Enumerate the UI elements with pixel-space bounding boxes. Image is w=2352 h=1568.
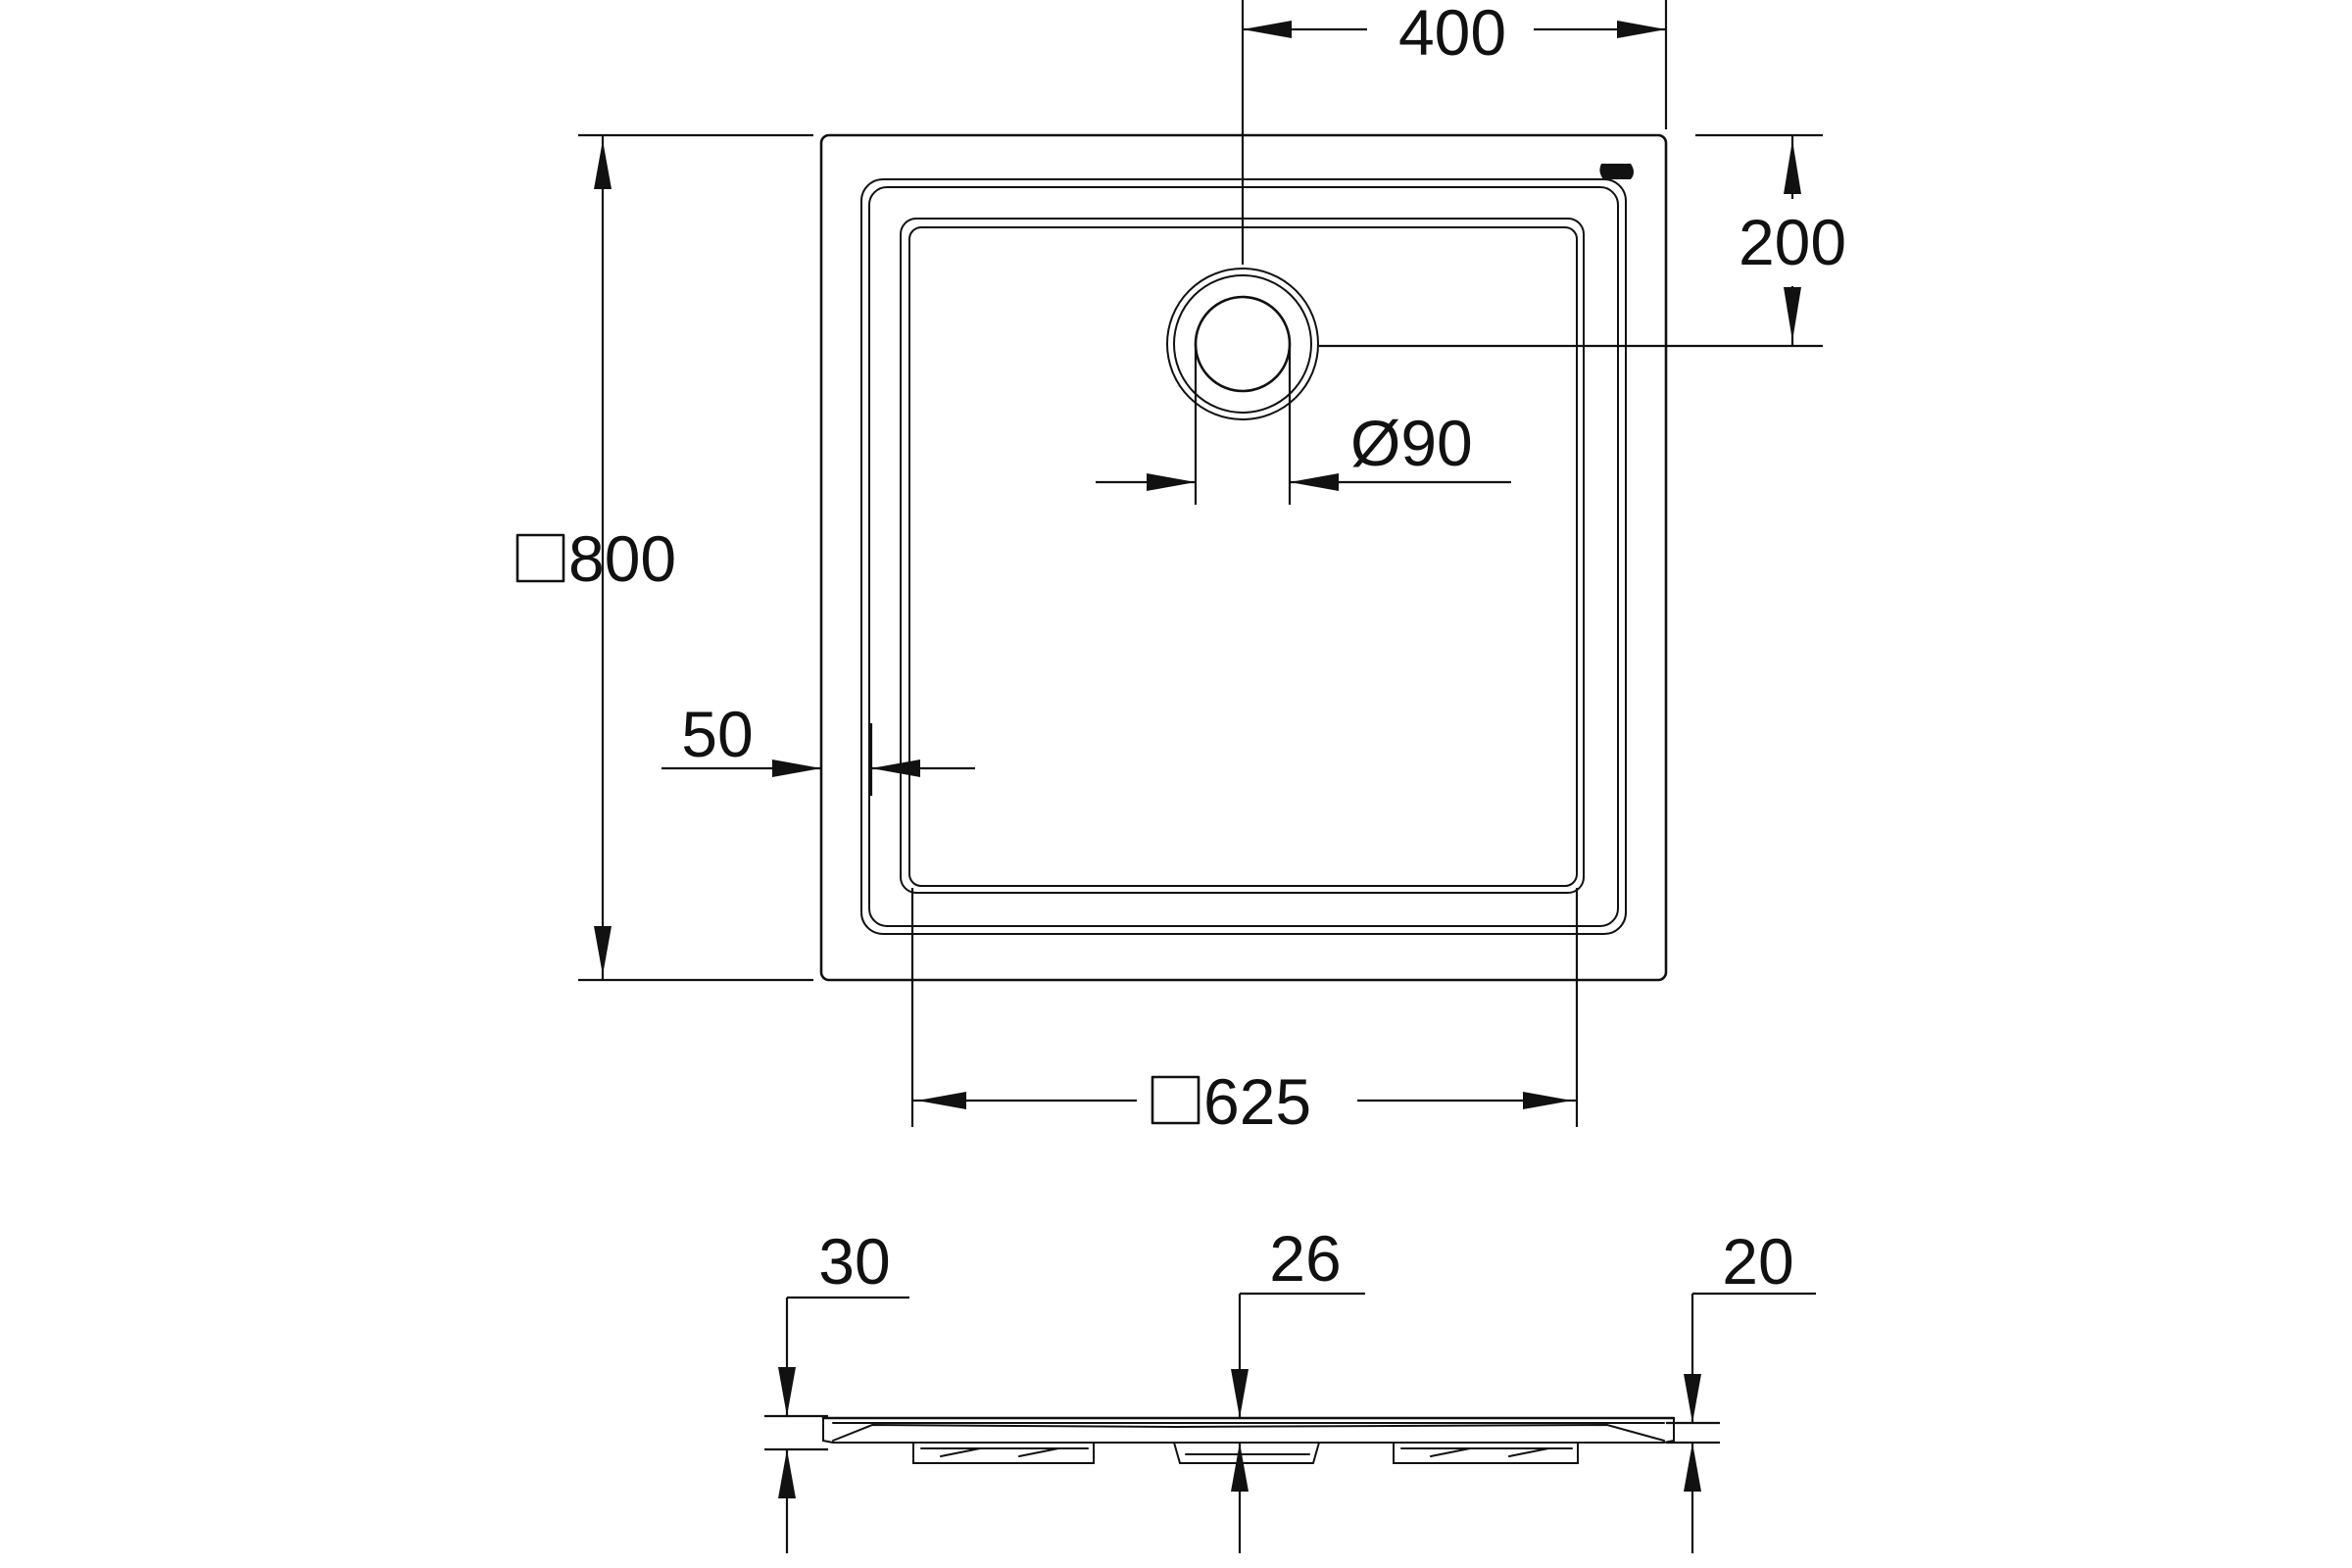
side-view bbox=[821, 1416, 1676, 1464]
square-section-symbol bbox=[1151, 1075, 1200, 1125]
tray-basin-inner bbox=[908, 226, 1578, 887]
dim-center-height: 26 bbox=[1231, 1222, 1365, 1553]
dim-rim-width: 50 bbox=[662, 698, 975, 796]
dim-outer-size: 800 bbox=[515, 133, 813, 982]
dim-drain-offset-x: 400 bbox=[1241, 0, 1668, 265]
dim-drain-diameter: Ø90 bbox=[1096, 344, 1511, 505]
dim-label-26: 26 bbox=[1269, 1222, 1341, 1295]
dim-label-20: 20 bbox=[1722, 1225, 1793, 1298]
support-left bbox=[912, 1442, 1095, 1464]
drain-hole bbox=[1194, 295, 1292, 393]
dim-label-50: 50 bbox=[681, 698, 753, 770]
dim-label-200: 200 bbox=[1739, 206, 1846, 278]
dim-front-height: 30 bbox=[764, 1225, 909, 1553]
dim-back-height: 20 bbox=[1666, 1225, 1816, 1553]
dim-inner-size: 625 bbox=[910, 888, 1579, 1138]
drain-outer-ring bbox=[1166, 268, 1319, 420]
dim-label-625: 625 bbox=[1203, 1065, 1311, 1138]
square-section-symbol bbox=[515, 533, 565, 583]
drain-mid-ring bbox=[1173, 274, 1312, 414]
support-center bbox=[1173, 1442, 1320, 1464]
dim-label-800: 800 bbox=[568, 522, 676, 595]
support-right bbox=[1393, 1442, 1579, 1464]
dim-label-diameter: Ø90 bbox=[1350, 407, 1473, 479]
tray-basin-outer bbox=[900, 218, 1585, 894]
logo-mark bbox=[1599, 164, 1634, 179]
dim-label-400: 400 bbox=[1398, 0, 1506, 69]
dim-label-30: 30 bbox=[818, 1225, 890, 1298]
tray-rim-outer bbox=[860, 178, 1627, 935]
dim-drain-offset-y: 200 bbox=[1319, 133, 1846, 348]
